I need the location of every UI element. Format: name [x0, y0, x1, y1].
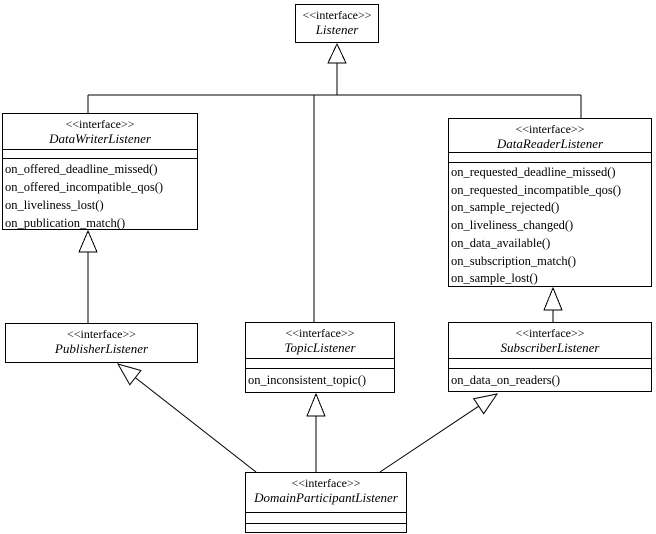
stereotype-label: <<interface>>: [291, 476, 361, 490]
arrowhead-to-datareader: [543, 286, 563, 311]
method: on_publication_match(): [5, 216, 126, 229]
class-subscriberlistener-title: <<interface>> SubscriberListener: [449, 323, 651, 358]
method: on_requested_deadline_missed(): [451, 165, 616, 179]
methods-compartment: on_inconsistent_topic(): [246, 368, 394, 392]
arrowhead-to-topiclistener: [306, 392, 326, 417]
methods-compartment: [246, 523, 406, 532]
attributes-compartment: [246, 358, 394, 368]
class-datareaderlistener-title: <<interface>> DataReaderListener: [449, 119, 651, 152]
method: on_subscription_match(): [451, 253, 576, 268]
stereotype-label: <<interface>>: [302, 8, 372, 22]
class-datareaderlistener: <<interface>> DataReaderListener on_requ…: [448, 118, 652, 287]
method: on_inconsistent_topic(): [248, 373, 367, 387]
class-datawriterlistener: <<interface>> DataWriterListener on_offe…: [2, 113, 198, 230]
method: on_data_on_readers(): [451, 373, 560, 387]
domain-to-subscriber-line: [379, 405, 479, 473]
class-listener-title: <<interface>> Listener: [296, 5, 378, 38]
attributes-compartment: [246, 512, 406, 523]
class-name: DataReaderListener: [496, 136, 604, 151]
attributes-compartment: [449, 152, 651, 162]
class-publisherlistener-title: <<interface>> PublisherListener: [6, 324, 197, 357]
class-listener: <<interface>> Listener: [295, 4, 379, 43]
class-domainparticipantlistener-title: <<interface>> DomainParticipantListener: [246, 473, 406, 512]
stereotype-label: <<interface>>: [515, 326, 585, 340]
class-name: DataWriterListener: [49, 131, 151, 146]
method: on_data_available(): [451, 235, 551, 250]
class-name: PublisherListener: [54, 341, 149, 356]
method: on_offered_deadline_missed(): [5, 162, 158, 176]
method: on_liveliness_lost(): [5, 198, 104, 212]
method: on_offered_incompatible_qos(): [5, 180, 164, 194]
methods-compartment: on_requested_deadline_missed() on_reques…: [449, 162, 651, 286]
class-topiclistener-title: <<interface>> TopicListener: [246, 323, 394, 358]
arrowhead-to-listener: [327, 42, 347, 64]
arrowhead-to-publisherlistener: [116, 363, 142, 386]
method: on_liveliness_changed(): [451, 218, 574, 233]
class-topiclistener: <<interface>> TopicListener on_inconsist…: [245, 322, 395, 393]
stereotype-label: <<interface>>: [65, 117, 135, 131]
stereotype-label: <<interface>>: [66, 327, 137, 341]
class-datawriterlistener-title: <<interface>> DataWriterListener: [3, 114, 197, 149]
class-name: DomainParticipantListener: [254, 490, 398, 505]
methods-compartment: on_data_on_readers(): [449, 368, 651, 391]
class-name: SubscriberListener: [500, 340, 600, 355]
method: on_sample_rejected(): [451, 200, 560, 215]
method: on_sample_lost(): [451, 271, 538, 286]
methods-compartment: on_offered_deadline_missed() on_offered_…: [3, 158, 197, 229]
arrowhead-to-datawriter: [78, 229, 98, 253]
arrowhead-to-subscriberlistener: [472, 393, 499, 415]
class-publisherlistener: <<interface>> PublisherListener: [5, 323, 198, 363]
domain-to-publisher-line: [134, 377, 257, 473]
method: on_requested_incompatible_qos(): [451, 182, 622, 197]
class-name: TopicListener: [284, 340, 356, 355]
class-domainparticipantlistener: <<interface>> DomainParticipantListener: [245, 472, 407, 533]
stereotype-label: <<interface>>: [515, 122, 585, 136]
attributes-compartment: [3, 149, 197, 158]
attributes-compartment: [449, 358, 651, 368]
class-subscriberlistener: <<interface>> SubscriberListener on_data…: [448, 322, 652, 392]
class-name: Listener: [315, 22, 359, 37]
stereotype-label: <<interface>>: [285, 326, 355, 340]
